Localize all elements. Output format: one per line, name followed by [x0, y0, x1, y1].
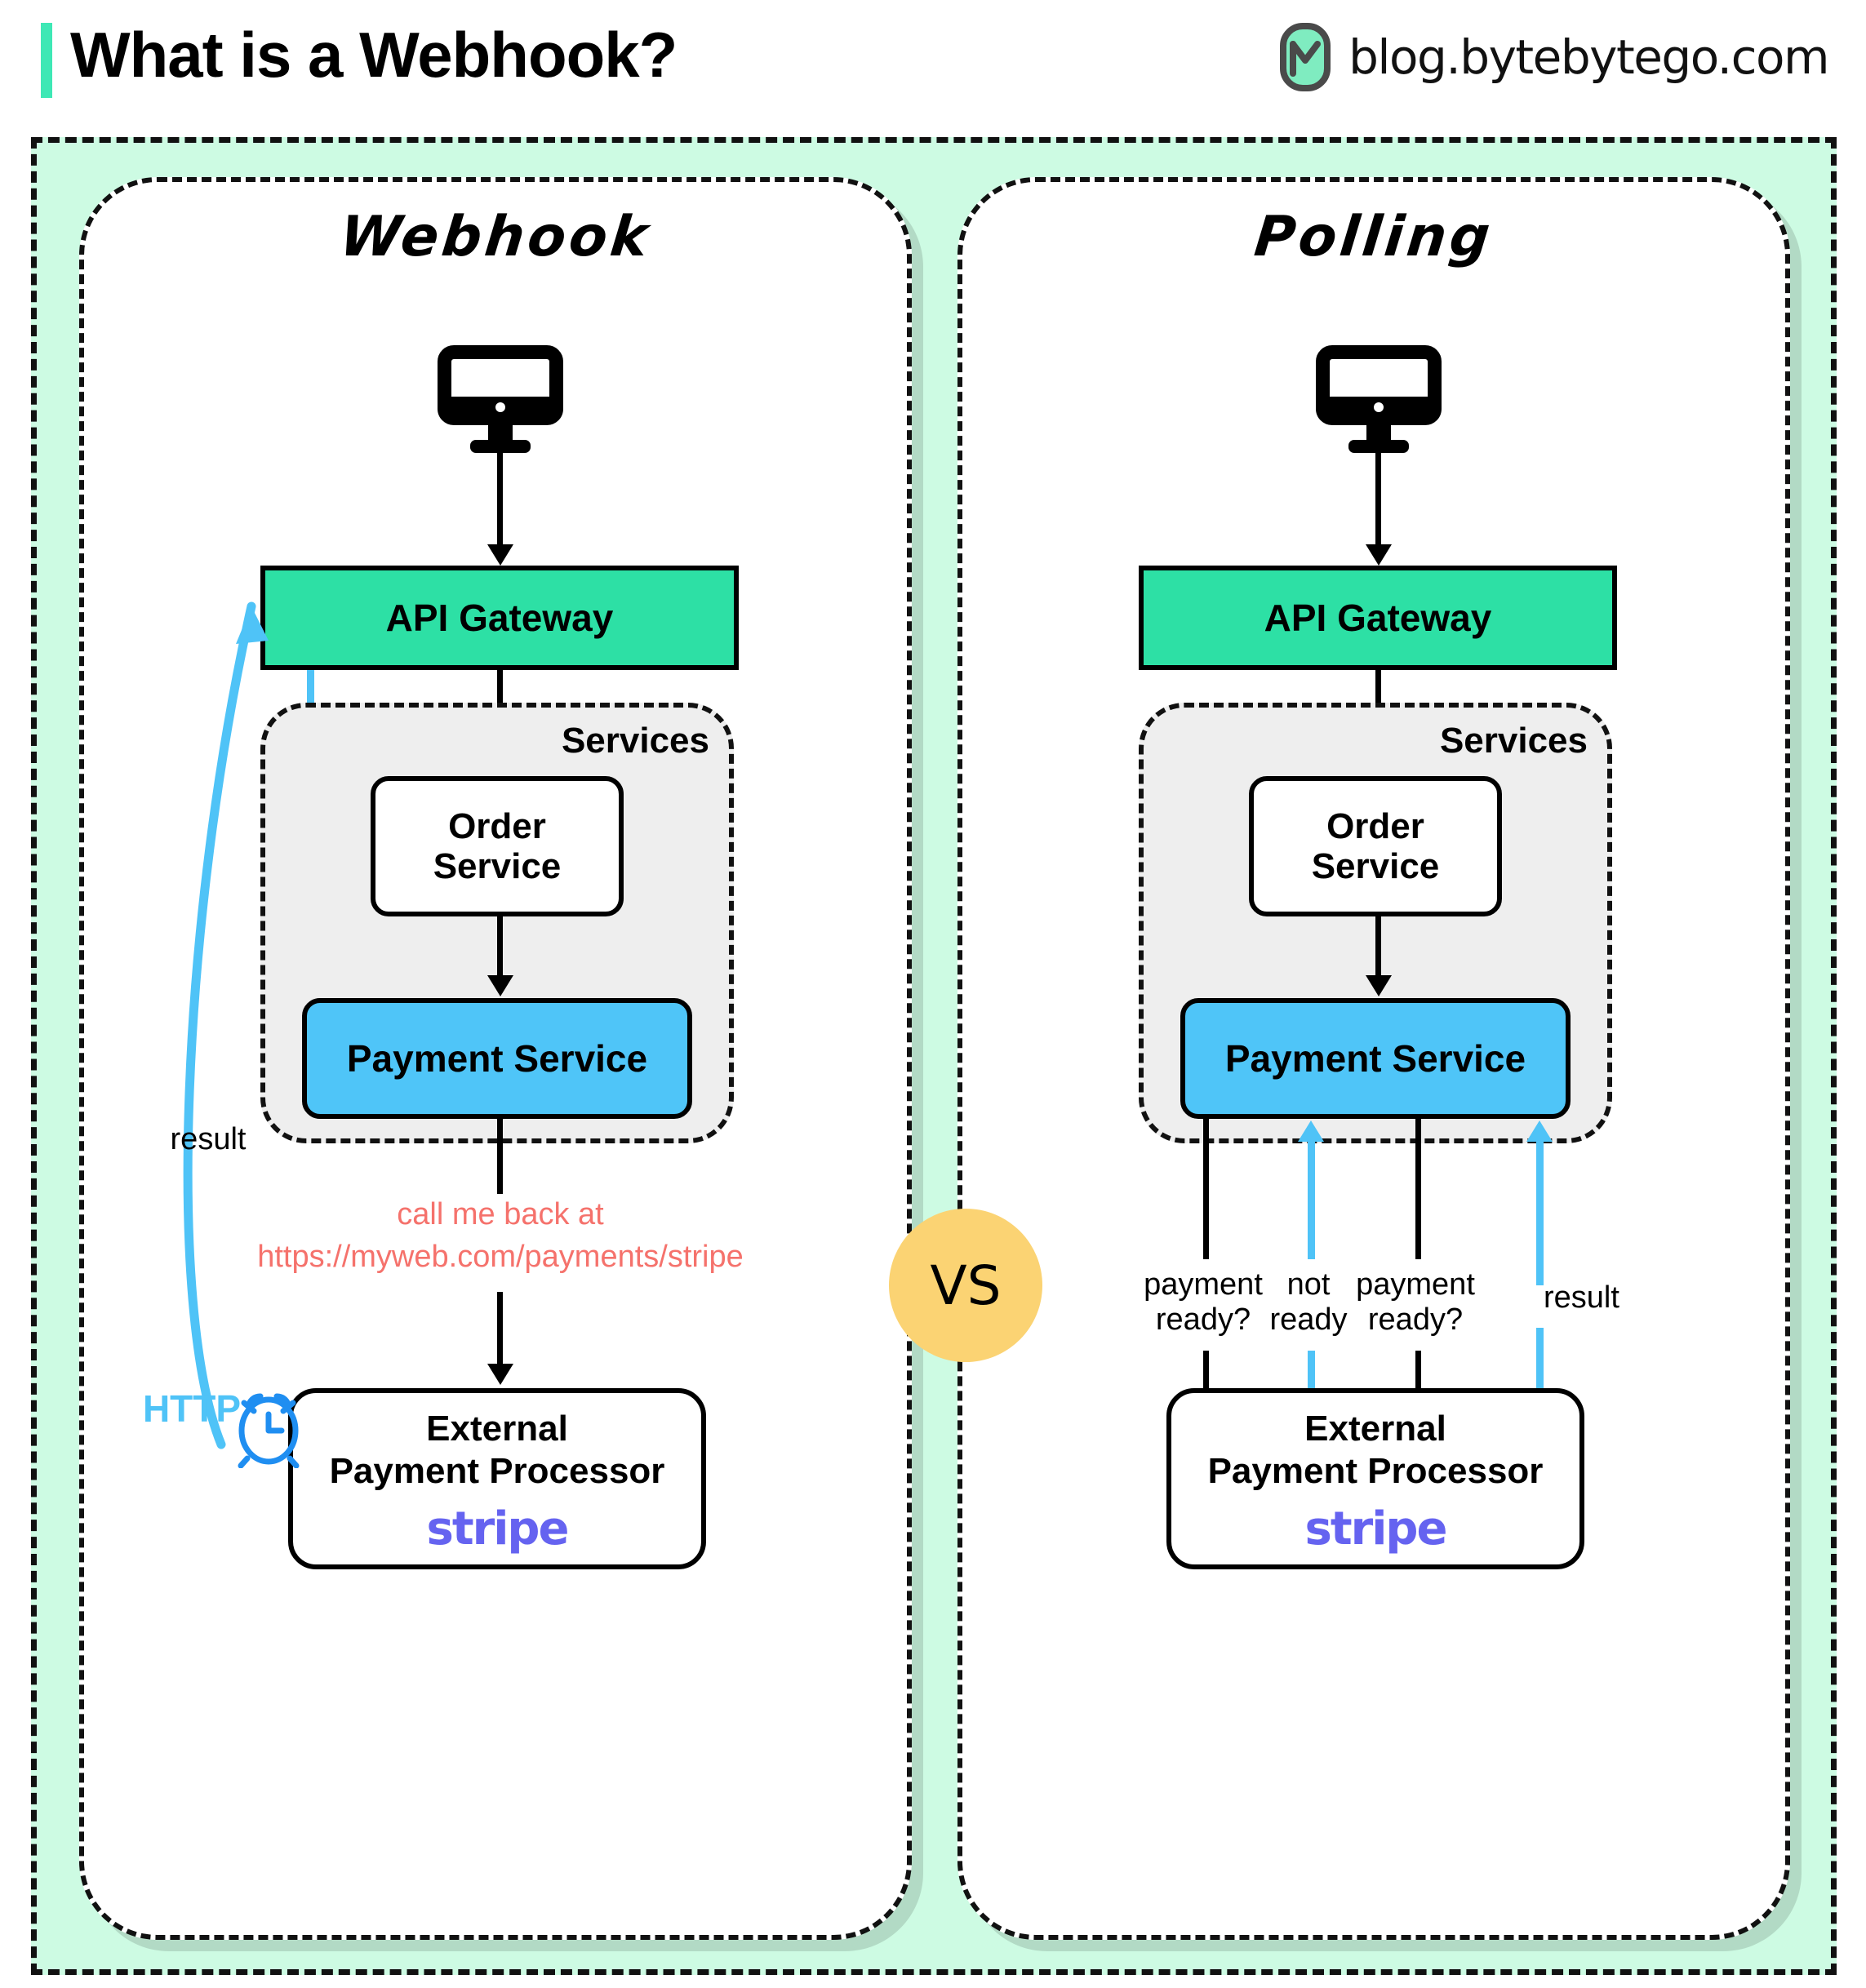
- result-label-webhook: result: [170, 1122, 247, 1156]
- poll-label-2: not ready: [1269, 1267, 1348, 1337]
- poll-line-1a: [1203, 1119, 1209, 1259]
- external-line1: External: [426, 1409, 568, 1449]
- vs-badge: VS: [889, 1209, 1042, 1362]
- alarm-clock-icon: [231, 1383, 306, 1469]
- arrowhead-payment-to-external: [487, 1364, 513, 1385]
- arrowhead-client-to-gateway-polling: [1366, 544, 1392, 566]
- comparison-container: Webhook API Gateway Services: [31, 137, 1837, 1975]
- order-service-box[interactable]: Order Service: [371, 776, 624, 916]
- panel-webhook: Webhook API Gateway Services: [79, 177, 912, 1940]
- arrowhead-order-to-payment-polling: [1366, 975, 1392, 996]
- brand: blog.bytebytego.com: [1280, 23, 1829, 91]
- http-label: HTTP: [142, 1387, 242, 1430]
- header: What is a Webhook? blog.bytebytego.com: [0, 0, 1866, 139]
- services-label: Services: [561, 721, 709, 761]
- callback-line1: call me back at: [397, 1197, 604, 1231]
- poll-line-3a: [1415, 1119, 1421, 1259]
- order-service-box-polling[interactable]: Order Service: [1249, 776, 1502, 916]
- payment-service-label-polling: Payment Service: [1224, 1037, 1526, 1080]
- services-label-polling: Services: [1439, 721, 1588, 761]
- poll-arrow-4: [1526, 1120, 1553, 1142]
- poll-label-4: result: [1544, 1280, 1619, 1315]
- external-line2-polling: Payment Processor: [1207, 1450, 1544, 1491]
- poll-line-4a: [1536, 1142, 1544, 1285]
- arrowhead-client-to-gateway: [487, 544, 513, 566]
- connector-payment-to-external-a: [497, 1119, 503, 1194]
- connector-client-to-gateway: [497, 453, 503, 549]
- stripe-logo: stripe: [426, 1502, 570, 1555]
- payment-service-label: Payment Service: [346, 1037, 648, 1080]
- connector-client-to-gateway-polling: [1375, 453, 1381, 549]
- page-title: What is a Webhook?: [70, 19, 678, 91]
- external-payment-processor-box-polling[interactable]: External Payment Processor stripe: [1166, 1388, 1584, 1569]
- callback-line2: https://myweb.com/payments/stripe: [257, 1240, 744, 1274]
- connector-order-to-payment-polling: [1375, 916, 1381, 980]
- poll-line-3b: [1415, 1351, 1421, 1418]
- poll-arrow-2: [1298, 1120, 1324, 1142]
- api-gateway-box-polling[interactable]: API Gateway: [1139, 566, 1617, 670]
- external-line1-polling: External: [1304, 1409, 1446, 1449]
- poll-label-3: payment ready?: [1356, 1267, 1475, 1337]
- connector-order-to-payment: [497, 916, 503, 980]
- arrowhead-order-to-payment: [487, 975, 513, 996]
- monitor-icon: [438, 345, 563, 453]
- brand-url[interactable]: blog.bytebytego.com: [1348, 29, 1829, 85]
- poll-line-1b: [1203, 1351, 1209, 1418]
- title-accent-bar: [41, 23, 52, 98]
- external-payment-processor-box-webhook[interactable]: External Payment Processor stripe: [288, 1388, 706, 1569]
- bytebytego-logo-icon: [1280, 23, 1331, 91]
- panel-polling: Polling API Gateway Services Order Servi…: [957, 177, 1790, 1940]
- order-service-line2-polling: Service: [1311, 846, 1440, 886]
- panel-title-polling: Polling: [1251, 205, 1496, 269]
- payment-service-box-polling[interactable]: Payment Service: [1180, 998, 1571, 1119]
- poll-label-1: payment ready?: [1144, 1267, 1263, 1337]
- panel-title-webhook: Webhook: [336, 205, 655, 269]
- external-line2: Payment Processor: [329, 1450, 665, 1491]
- order-service-line1: Order: [448, 805, 546, 846]
- payment-service-box[interactable]: Payment Service: [302, 998, 692, 1119]
- poll-line-2a: [1308, 1142, 1315, 1259]
- stripe-logo-polling: stripe: [1304, 1502, 1448, 1555]
- connector-payment-to-external-b: [497, 1292, 503, 1369]
- api-gateway-label: API Gateway: [385, 597, 614, 639]
- order-service-line1-polling: Order: [1326, 805, 1424, 846]
- api-gateway-label-polling: API Gateway: [1264, 597, 1492, 639]
- poll-line-4b: [1536, 1328, 1544, 1432]
- api-gateway-box[interactable]: API Gateway: [260, 566, 739, 670]
- monitor-icon-polling: [1316, 345, 1442, 453]
- order-service-line2: Service: [433, 846, 562, 886]
